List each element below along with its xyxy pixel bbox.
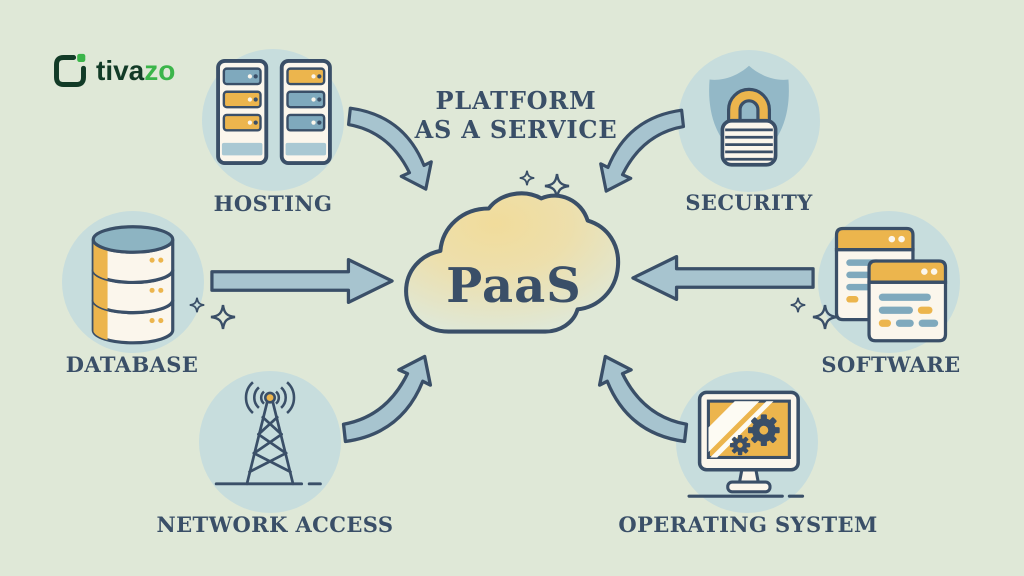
cloud-icon [404,191,621,334]
brand-text: tivazo [96,55,175,87]
cloud-label: PaaS [446,258,582,314]
monitor-gears-icon [687,390,805,498]
database-icon [91,225,175,345]
sparkle-icon [189,297,205,313]
node-label-network-access: NETWORK ACCESS [156,512,394,537]
gear-icon [729,435,751,456]
node-label-software: SOFTWARE [821,352,961,377]
arrow-database-to-cloud [210,258,394,304]
radio-tower-icon [214,381,322,486]
sparkle-icon [790,297,806,313]
gear-icon [748,414,780,447]
arrow-network-to-cloud [341,354,433,444]
arrow-software-to-cloud [631,255,815,301]
lock-icon [720,87,778,167]
arrow-os-to-cloud [597,354,689,444]
node-label-hosting: HOSTING [213,191,333,216]
node-label-database: DATABASE [65,352,199,377]
diagram-title-line2: AS A SERVICE [414,115,618,144]
sparkle-icon [210,304,236,330]
arrow-security-to-cloud [599,108,686,193]
shield-lock-icon [709,65,789,167]
node-label-security: SECURITY [685,190,813,215]
brand-logo: tivazo [52,53,175,89]
brand-icon [54,53,86,87]
node-label-operating-system: OPERATING SYSTEM [618,512,878,537]
server-rack-icon [216,58,332,166]
brand-text-secondary: zo [144,55,176,86]
sparkle-icon [519,170,535,186]
arrow-hosting-to-cloud [346,106,433,191]
app-windows-icon [834,226,948,343]
sparkle-icon [812,304,838,330]
diagram-title-line1: PLATFORM [435,86,597,115]
brand-text-primary: tiva [96,55,145,86]
